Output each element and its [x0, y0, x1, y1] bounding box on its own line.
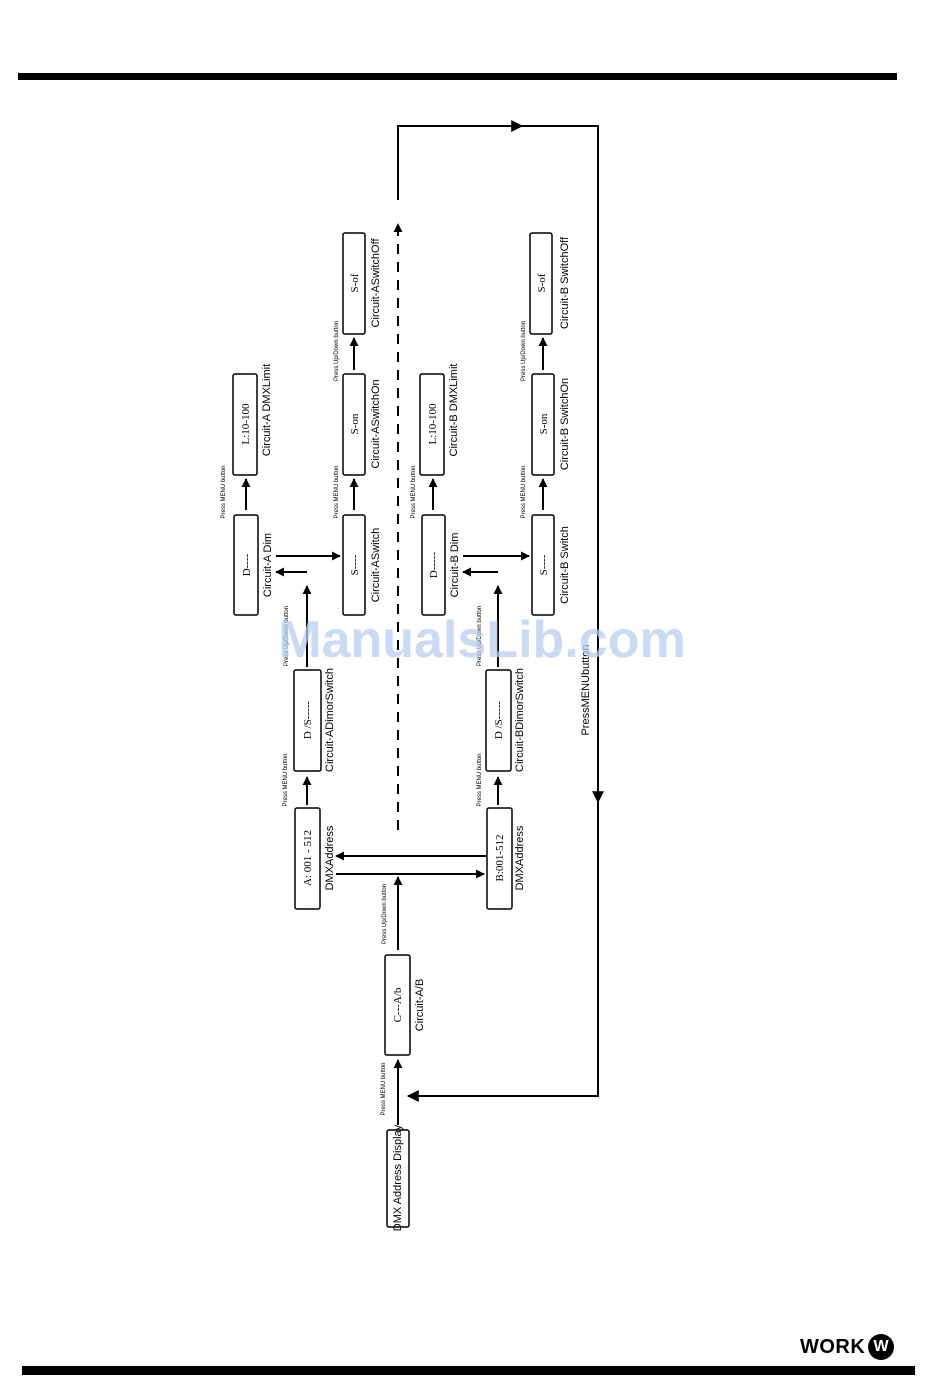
node-b-switch: S---- Circuit-B Switch: [531, 514, 571, 616]
button-notes: Press MENU button Press Up/Down button P…: [221, 321, 527, 1116]
node-a-switch-on: S-on Circuit-ASwitchOn: [342, 373, 382, 476]
note-menu-1: Press MENU button: [381, 1062, 387, 1115]
node-a-switch: S---- Circuit-ASwitch: [342, 514, 382, 616]
note-updown-b: Press Up/Down button: [477, 606, 483, 666]
b-switch-off-label: Circuit-B SwitchOff: [559, 236, 571, 329]
note-menu-a-address: Press MENU button: [283, 753, 289, 806]
b-dim-or-switch-display: D /S-----: [493, 701, 505, 740]
note-menu-a-dim: Press MENU button: [221, 465, 227, 518]
node-b-switch-on: S-on Circuit-B SwitchOn: [531, 373, 571, 476]
a-switch-display: S----: [349, 554, 361, 575]
node-b-dim-or-switch: D /S----- Circuit-BDimorSwitch: [485, 668, 526, 772]
note-menu-b-switch: Press MENU button: [521, 465, 527, 518]
note-updown-a: Press Up/Down button: [284, 606, 290, 666]
a-address-display: A: 001 - 512: [302, 830, 314, 886]
node-circuit-ab: C---A/b Circuit-A/B: [384, 954, 426, 1056]
b-dim-or-switch-label: Circuit-BDimorSwitch: [514, 668, 526, 772]
a-limit-display: L:10-100: [240, 403, 252, 444]
a-switch-label: Circuit-ASwitch: [370, 528, 382, 603]
b-limit-label: Circuit-B DMXLimit: [448, 364, 460, 457]
a-switch-on-label: Circuit-ASwitchOn: [370, 379, 382, 468]
b-dim-display: D-----: [428, 552, 440, 579]
b-address-label: DMXAddress: [514, 825, 526, 890]
node-a-address: A: 001 - 512 DMXAddress: [294, 807, 336, 910]
a-dim-label: Circuit-A Dim: [262, 533, 274, 597]
b-limit-display: L:10-100: [427, 403, 439, 444]
a-switch-on-display: S-on: [349, 413, 361, 434]
node-b-dim: D----- Circuit-B Dim: [421, 514, 461, 616]
note-menu-b-address: Press MENU button: [477, 753, 483, 806]
circuit-ab-display: C---A/b: [392, 987, 404, 1022]
loop-back-label: PressMENUbutton: [580, 644, 592, 735]
node-a-limit: L:10-100 Circuit-A DMXLimit: [232, 364, 273, 476]
brand-name: WORK: [800, 1335, 866, 1358]
b-switch-off-display: S-of: [536, 273, 548, 292]
watermark: ManualsLib.com: [278, 611, 685, 669]
node-b-address: B:001-512 DMXAddress: [486, 807, 526, 910]
note-updown-1: Press Up/Down button: [382, 884, 388, 944]
node-dmx-address-display: DMX Address Display: [386, 1124, 410, 1231]
a-dim-or-switch-display: D /S-----: [302, 701, 314, 740]
b-switch-label: Circuit-B Switch: [559, 526, 571, 604]
b-switch-on-label: Circuit-B SwitchOn: [559, 378, 571, 470]
node-a-dim-or-switch: D /S----- Circuit-ADimorSwitch: [293, 668, 336, 772]
b-address-display: B:001-512: [494, 834, 506, 881]
note-menu-a-switch: Press MENU button: [334, 465, 340, 518]
a-limit-label: Circuit-A DMXLimit: [261, 364, 273, 456]
circuit-ab-label: Circuit-A/B: [414, 979, 426, 1032]
b-switch-display: S----: [538, 554, 550, 575]
dmx-address-display-text: DMX Address Display: [392, 1124, 404, 1231]
note-updown-b-on: Press Up/Down button: [521, 321, 527, 381]
flow-arrows: [241, 120, 604, 1125]
a-address-label: DMXAddress: [324, 825, 336, 890]
node-a-dim: D---- Circuit-A Dim: [233, 514, 274, 616]
note-menu-b-dim: Press MENU button: [411, 465, 417, 518]
note-updown-a-on: Press Up/Down button: [334, 321, 340, 381]
node-b-switch-off: S-of Circuit-B SwitchOff: [529, 232, 571, 335]
b-dim-label: Circuit-B Dim: [449, 533, 461, 598]
a-dim-or-switch-label: Circuit-ADimorSwitch: [324, 668, 336, 772]
bottom-rule: [22, 1366, 915, 1375]
loop-back-line: [397, 125, 599, 1097]
a-switch-off-display: S-of: [349, 273, 361, 292]
top-rule: [18, 73, 897, 80]
a-switch-off-label: Circuit-ASwitchOff: [370, 238, 382, 328]
b-switch-on-display: S-on: [538, 413, 550, 434]
a-dim-display: D----: [241, 553, 253, 576]
brand-logo: WORK W: [800, 1330, 895, 1364]
node-a-switch-off: S-of Circuit-ASwitchOff: [342, 232, 382, 335]
brand-mark-icon: W: [868, 1334, 895, 1360]
node-b-limit: L:10-100 Circuit-B DMXLimit: [419, 364, 460, 476]
